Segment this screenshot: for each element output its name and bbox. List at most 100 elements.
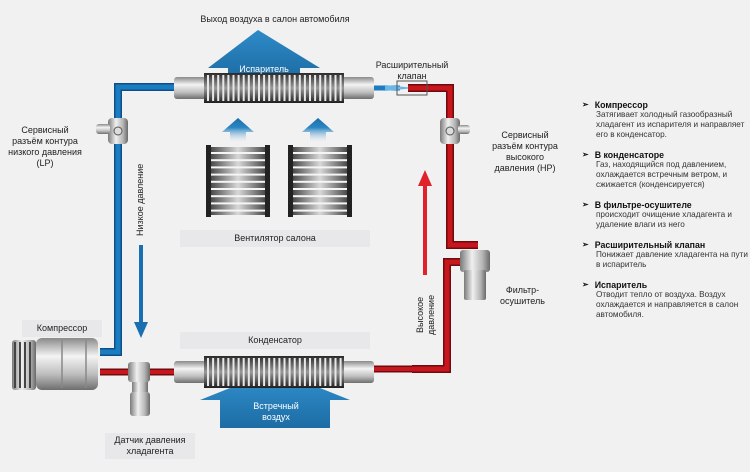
fin (309, 358, 311, 386)
fan-slat (293, 180, 347, 183)
fin (237, 75, 240, 101)
fin (273, 358, 276, 386)
fin (278, 75, 281, 101)
fin (324, 75, 327, 101)
fin (278, 358, 281, 386)
fan-slat (211, 173, 265, 176)
oncoming-air-label: Встречный воздух (253, 401, 299, 422)
high-pressure-arrow (418, 170, 432, 275)
service-lp-label: Сервисный разъём контура низкого давлени… (8, 125, 82, 168)
high-pressure-label: Высокое давление (415, 294, 436, 336)
legend-item-filter-dryer: ➢ В фильтре-осушителе происходит очищение… (582, 200, 750, 230)
legend: ➢ Компрессор Затягивает холодный газообра… (582, 100, 750, 330)
fan-slat (293, 152, 347, 154)
fin (242, 75, 245, 101)
legend-text: Затягивает холодный газообразный хладаге… (596, 110, 745, 139)
cabin-fan-left (206, 145, 270, 217)
fin (222, 75, 225, 101)
fin (232, 75, 235, 101)
fin (288, 75, 291, 101)
legend-text: Отводит тепло от воздуха. Воздух охлажда… (596, 290, 739, 319)
fin (329, 75, 332, 101)
fin (268, 358, 271, 386)
legend-text: Понижает давление хладагента на пути в и… (596, 250, 748, 269)
legend-title: Компрессор (594, 100, 648, 110)
pressure-sensor-label: Датчик давления хладагента (105, 433, 195, 459)
fin (319, 358, 322, 386)
compressor (12, 338, 98, 390)
fan-slat (211, 152, 265, 154)
bullet-icon: ➢ (582, 150, 589, 159)
legend-title: В фильтре-осушителе (594, 200, 692, 210)
fin (212, 358, 215, 386)
service-port-lp (96, 118, 128, 144)
fin (242, 358, 245, 386)
service-hp-label: Сервисный разъём контура высокого давлен… (492, 130, 558, 173)
fin (314, 75, 317, 101)
fan-slat (211, 188, 265, 190)
compressor-label: Компрессор (22, 320, 102, 337)
fan-slat (211, 166, 265, 169)
fin (252, 358, 255, 386)
legend-item-evaporator: ➢Испаритель Отводит тепло от воздуха. Во… (582, 280, 750, 320)
fin (293, 75, 296, 101)
fin (227, 75, 230, 101)
fin (247, 358, 250, 386)
fin (227, 358, 230, 386)
fan-slat (211, 202, 265, 205)
pulley-groove (24, 342, 26, 388)
fin (263, 75, 266, 101)
fin (237, 358, 240, 386)
fan-slat (293, 209, 347, 212)
fin (207, 358, 209, 386)
legend-title: Испаритель (594, 280, 648, 290)
fan-slat (211, 195, 265, 198)
fin (258, 75, 260, 101)
fan-slat (293, 173, 347, 176)
pulley-groove (19, 342, 21, 388)
fin (263, 358, 266, 386)
condenser-label: Конденсатор (180, 332, 370, 349)
fan-slat (293, 188, 347, 190)
fin (339, 358, 342, 386)
fan-air-arrows (222, 118, 334, 142)
oncoming-air-arrow (200, 382, 350, 428)
fan-slat (293, 159, 347, 162)
fin (339, 75, 342, 101)
fin (324, 358, 327, 386)
low-pressure-label: Низкое давление (135, 163, 145, 237)
fin (283, 75, 286, 101)
legend-text: происходит очищение хладагента и удалени… (596, 210, 732, 229)
fin (217, 75, 220, 101)
legend-item-expansion-valve: ➢Расширительный клапан Понижает давление… (582, 240, 750, 270)
cabin-air-arrow (208, 30, 320, 78)
service-port-hp (440, 118, 470, 144)
low-pressure-pipe (100, 83, 415, 356)
fin (293, 358, 296, 386)
fan-slat (211, 159, 265, 162)
evaporator (174, 73, 374, 103)
legend-text: Газ, находящийся под давлением, охлаждае… (596, 160, 728, 189)
fin (222, 358, 225, 386)
legend-title: В конденсаторе (594, 150, 664, 160)
fin (252, 75, 255, 101)
pressure-sensor (128, 362, 150, 416)
fin (298, 75, 301, 101)
fan-slat (293, 195, 347, 198)
fin (329, 358, 332, 386)
fin (288, 358, 291, 386)
fin (273, 75, 276, 101)
fin (298, 358, 301, 386)
fin (283, 358, 286, 386)
fin (232, 358, 235, 386)
fan-slat (211, 209, 265, 212)
fin (303, 358, 306, 386)
fin (247, 75, 250, 101)
bullet-icon: ➢ (582, 200, 589, 209)
fin (212, 75, 215, 101)
fan-slat (211, 180, 265, 183)
legend-title: Расширительный клапан (594, 240, 706, 250)
fin (319, 75, 322, 101)
cabin-fan-label: Вентилятор салона (180, 230, 370, 247)
